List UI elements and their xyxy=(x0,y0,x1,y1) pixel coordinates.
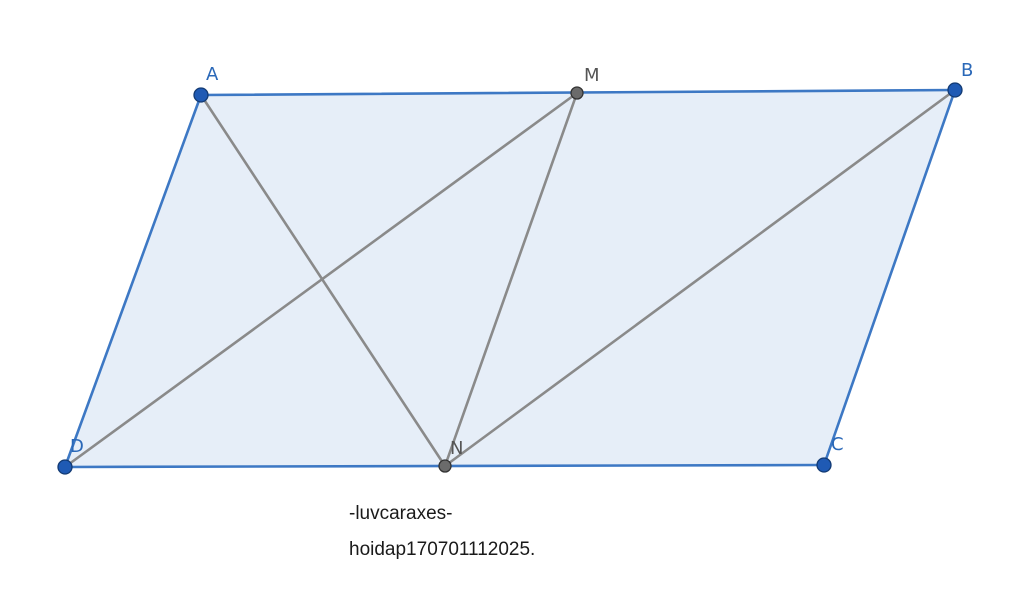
segment-mn xyxy=(443,91,579,468)
edge-da xyxy=(63,93,203,469)
segment-dm xyxy=(63,91,579,469)
point-n xyxy=(438,459,452,473)
label-d: D xyxy=(70,436,84,457)
point-m xyxy=(570,86,584,100)
caption-reference: hoidap170701112025. xyxy=(349,539,536,560)
edge-bc xyxy=(822,88,957,467)
label-a: A xyxy=(206,64,219,85)
point-d xyxy=(57,459,73,475)
caption-author: -luvcaraxes- xyxy=(349,503,453,524)
point-a xyxy=(193,87,209,103)
label-m: M xyxy=(584,65,600,86)
label-c: C xyxy=(831,434,844,455)
point-c xyxy=(816,457,832,473)
segment-bn xyxy=(443,88,957,468)
label-b: B xyxy=(961,60,973,81)
segment-an xyxy=(199,93,447,468)
label-n: N xyxy=(450,438,463,459)
point-b xyxy=(947,82,963,98)
